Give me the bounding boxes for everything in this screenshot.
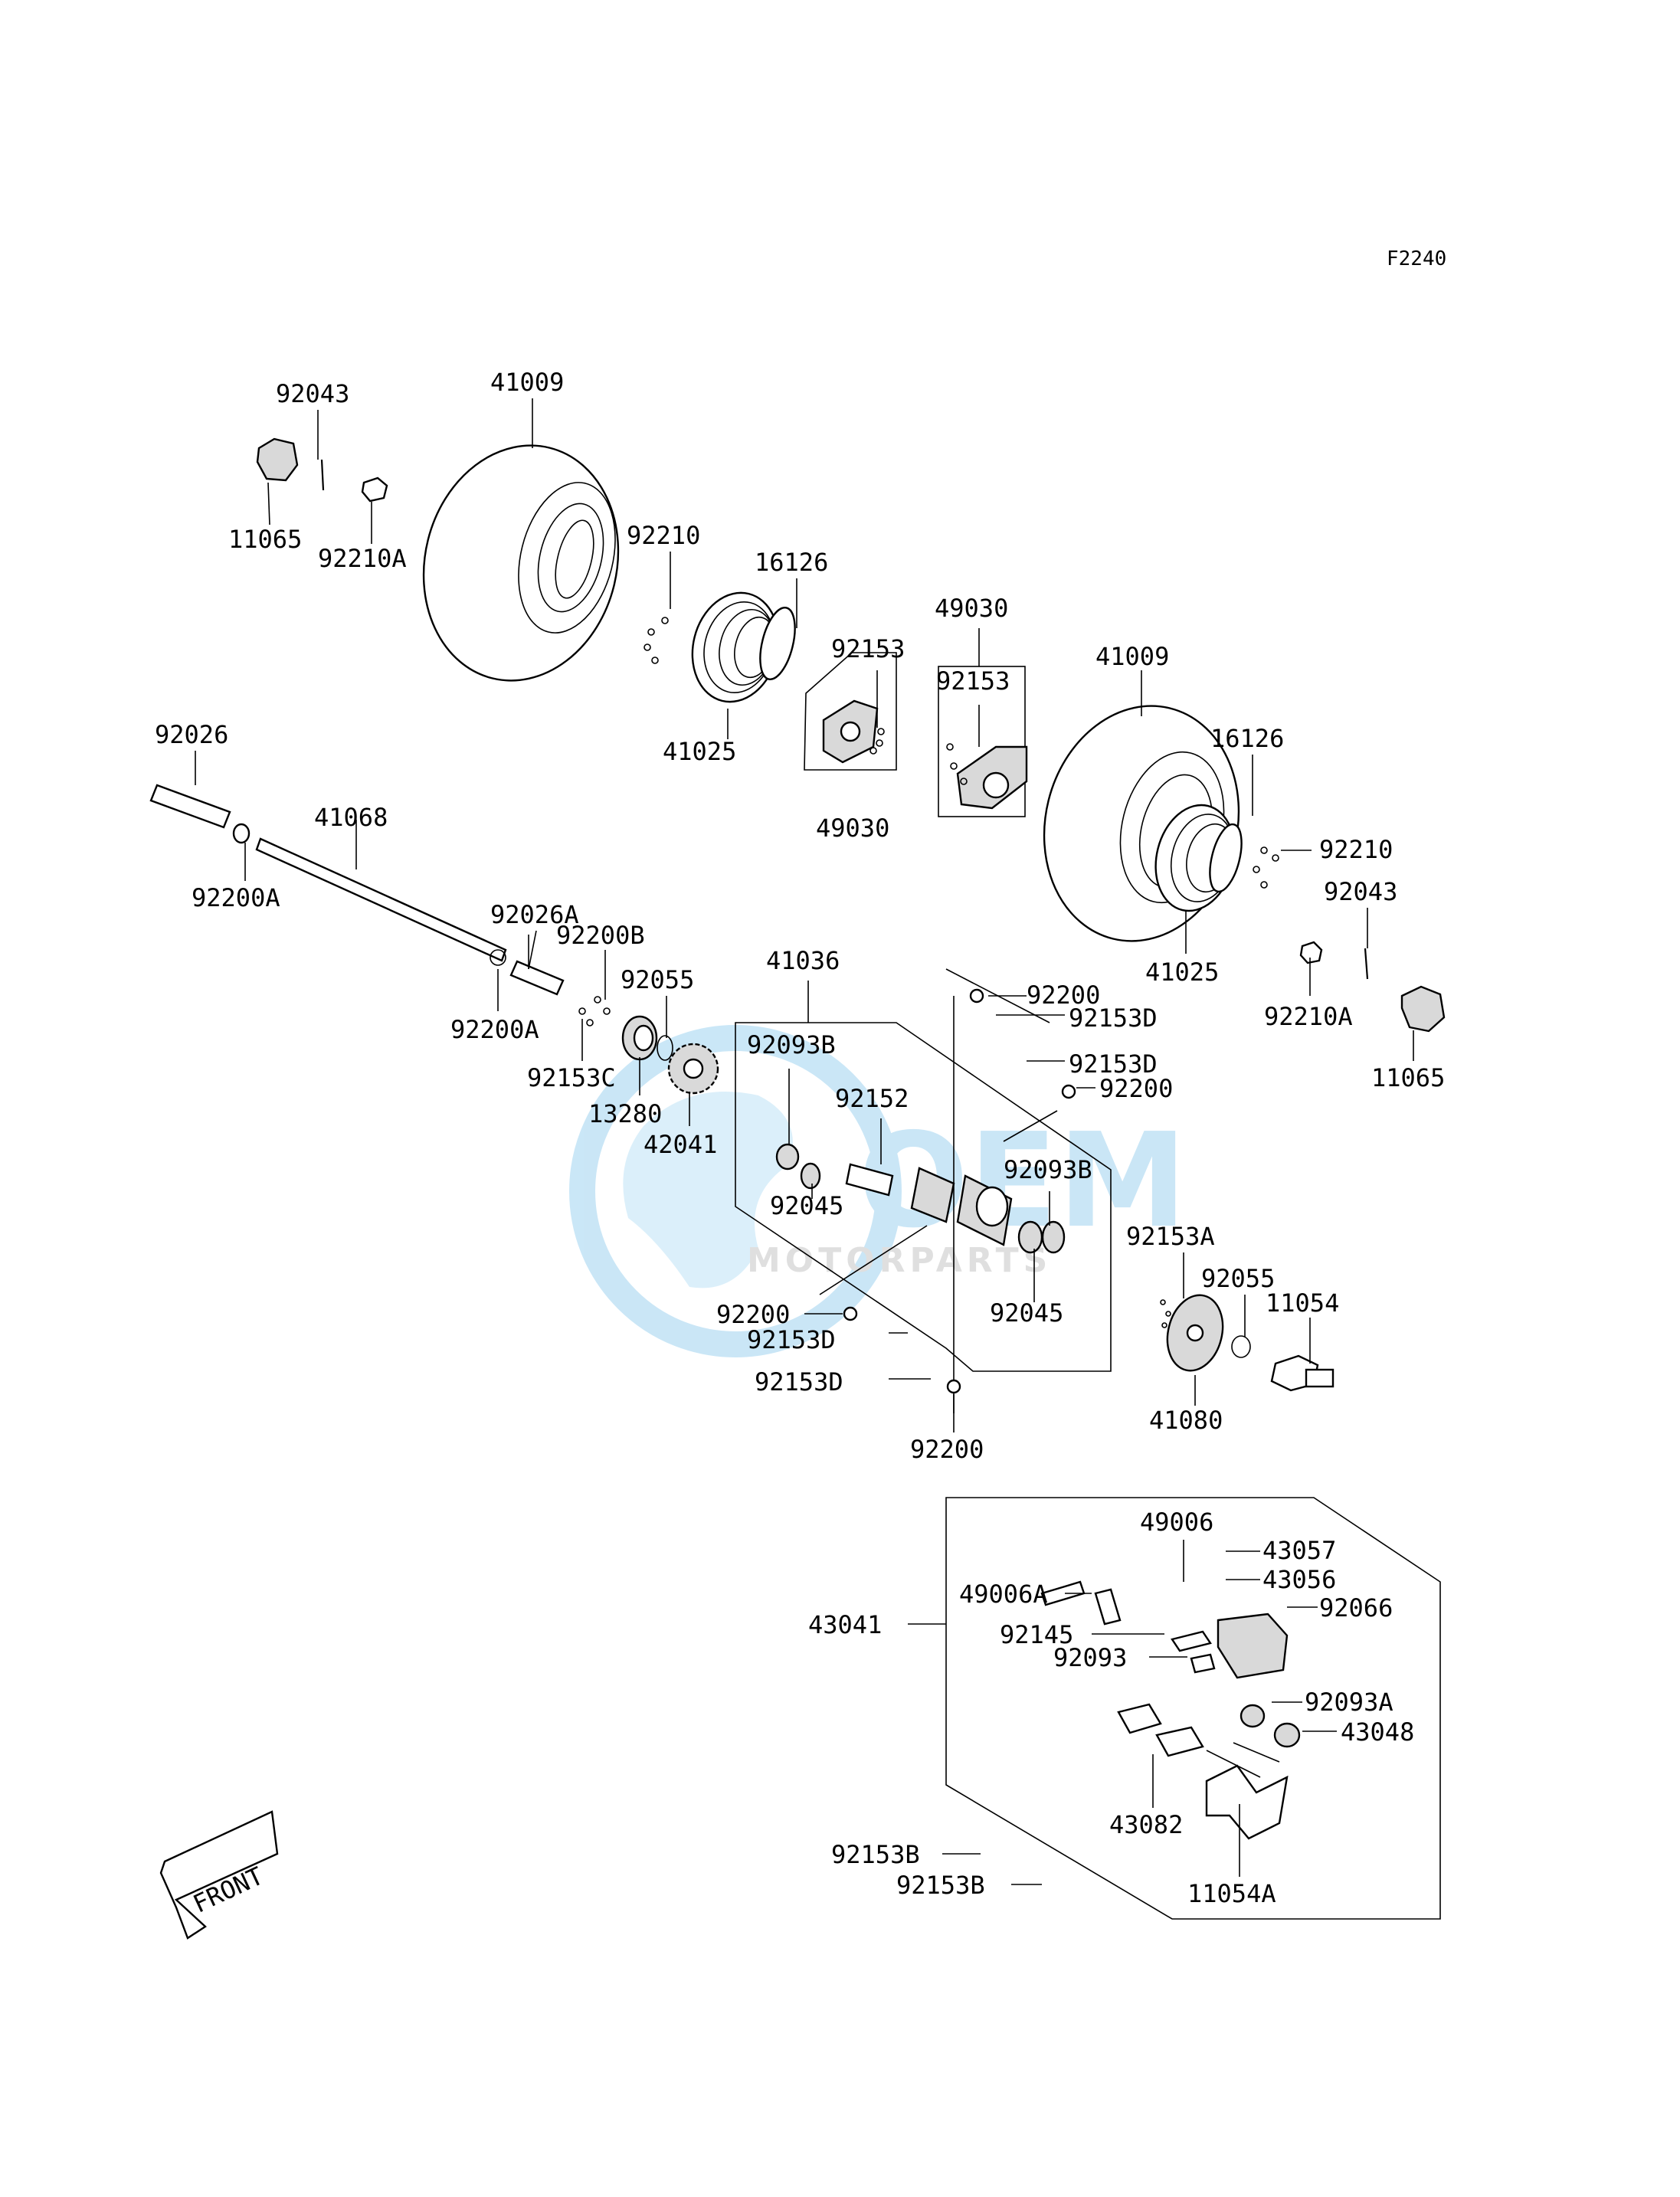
valve-bolts-92210-right xyxy=(1253,846,1279,889)
part-label: 43041 xyxy=(808,1610,882,1639)
part-label: 49030 xyxy=(935,594,1008,623)
part-label: 41080 xyxy=(1149,1406,1223,1435)
part-label: 92066 xyxy=(1319,1593,1393,1622)
part-label: 92200 xyxy=(910,1435,984,1464)
part-label: 92153 xyxy=(936,666,1010,696)
nut-11065-right xyxy=(1400,985,1446,1033)
part-label: 11054 xyxy=(1266,1288,1339,1318)
o-ring-92055-right xyxy=(1231,1335,1251,1358)
hub-13280 xyxy=(621,1015,658,1061)
part-label: 92153A xyxy=(1126,1222,1215,1251)
housing-41036-box xyxy=(735,968,1112,1413)
part-label: 49006 xyxy=(1140,1508,1213,1537)
part-label: 92200A xyxy=(192,883,280,912)
tire-41009-left xyxy=(422,444,620,682)
part-label: 92043 xyxy=(276,379,349,408)
part-label: 92026 xyxy=(155,720,228,749)
part-label: 92055 xyxy=(1201,1264,1275,1293)
hub-49030-left-box xyxy=(804,652,897,771)
cotter-pin-92043-right xyxy=(1364,948,1369,980)
brake-disc-41080 xyxy=(1160,1294,1224,1372)
part-label: 41009 xyxy=(490,368,564,397)
part-label: 92153 xyxy=(831,634,905,663)
part-label: 49006A xyxy=(959,1580,1048,1609)
hub-49030-right-box xyxy=(938,666,1028,817)
watermark-subtitle: MOTORPARTS xyxy=(747,1241,1052,1280)
part-label: 92055 xyxy=(621,965,694,994)
part-label: 16126 xyxy=(755,548,828,577)
part-label: 49030 xyxy=(816,814,889,843)
part-label: 43056 xyxy=(1262,1565,1336,1594)
figure-code: F2240 xyxy=(1387,247,1446,270)
part-label: 92045 xyxy=(770,1191,843,1220)
part-label: 92093B xyxy=(747,1030,836,1059)
bolts-92200B-92153C xyxy=(578,996,611,1026)
part-label: 92145 xyxy=(1000,1620,1073,1649)
part-label: 92153D xyxy=(747,1325,836,1354)
part-label: 92026A xyxy=(490,900,579,929)
sprocket-42041 xyxy=(667,1043,719,1095)
part-label: 41025 xyxy=(663,737,736,766)
part-label: 41025 xyxy=(1145,958,1219,987)
part-label: 41036 xyxy=(766,946,840,975)
part-label: 92153B xyxy=(831,1840,920,1869)
axle-41068 xyxy=(149,784,565,996)
part-label: 13280 xyxy=(588,1099,662,1128)
part-label: 92093B xyxy=(1004,1155,1092,1184)
part-label: 92152 xyxy=(835,1084,909,1113)
part-label: 92153C xyxy=(527,1063,616,1092)
washer-92210A-right xyxy=(1299,941,1323,964)
part-label: 92210 xyxy=(627,521,700,550)
part-label: 92200B xyxy=(556,921,645,950)
part-label: 16126 xyxy=(1210,724,1284,753)
part-label: 43082 xyxy=(1109,1810,1183,1839)
part-label: 43048 xyxy=(1341,1717,1414,1747)
part-label: 92093A xyxy=(1305,1688,1393,1717)
part-label: 92093 xyxy=(1053,1643,1127,1672)
part-label: 92200 xyxy=(1027,981,1100,1010)
part-label: 92200 xyxy=(716,1300,790,1329)
rim-41025-left xyxy=(691,591,796,703)
o-ring-92055-left xyxy=(657,1035,673,1061)
part-label: 92200 xyxy=(1099,1074,1173,1103)
part-label: 92153B xyxy=(896,1871,985,1900)
rim-41025-right xyxy=(1154,804,1243,912)
part-label: 11065 xyxy=(1371,1063,1445,1092)
valve-bolts-92210-left xyxy=(644,617,669,664)
part-label: 92210A xyxy=(1264,1002,1353,1031)
leader-lines xyxy=(195,398,1414,1885)
cotter-pin-92043-left xyxy=(320,459,325,491)
bracket-11054 xyxy=(1270,1354,1335,1392)
washer-92210A-left xyxy=(361,476,388,503)
part-label: 43057 xyxy=(1262,1536,1336,1565)
part-label: 92210A xyxy=(318,544,407,573)
caliper-43041-box xyxy=(945,1497,1441,1920)
part-label: 92153D xyxy=(1069,1049,1158,1079)
part-label: 92153D xyxy=(755,1367,843,1396)
part-label: 41009 xyxy=(1095,642,1169,671)
part-label: 11054A xyxy=(1187,1879,1276,1908)
part-labels: 92043 11065 92210A 41009 92210 16126 410… xyxy=(155,368,1445,1908)
part-label: 41068 xyxy=(314,803,388,832)
front-arrow: FRONT xyxy=(159,1810,279,1940)
part-label: 92200A xyxy=(450,1015,539,1044)
part-label: 92045 xyxy=(990,1298,1063,1328)
part-label: 92210 xyxy=(1319,835,1393,864)
part-label: 42041 xyxy=(644,1130,717,1159)
part-label: 92043 xyxy=(1324,877,1397,906)
part-label: 92153D xyxy=(1069,1004,1158,1033)
nut-11065-left xyxy=(256,437,299,482)
part-label: 11065 xyxy=(228,525,302,554)
